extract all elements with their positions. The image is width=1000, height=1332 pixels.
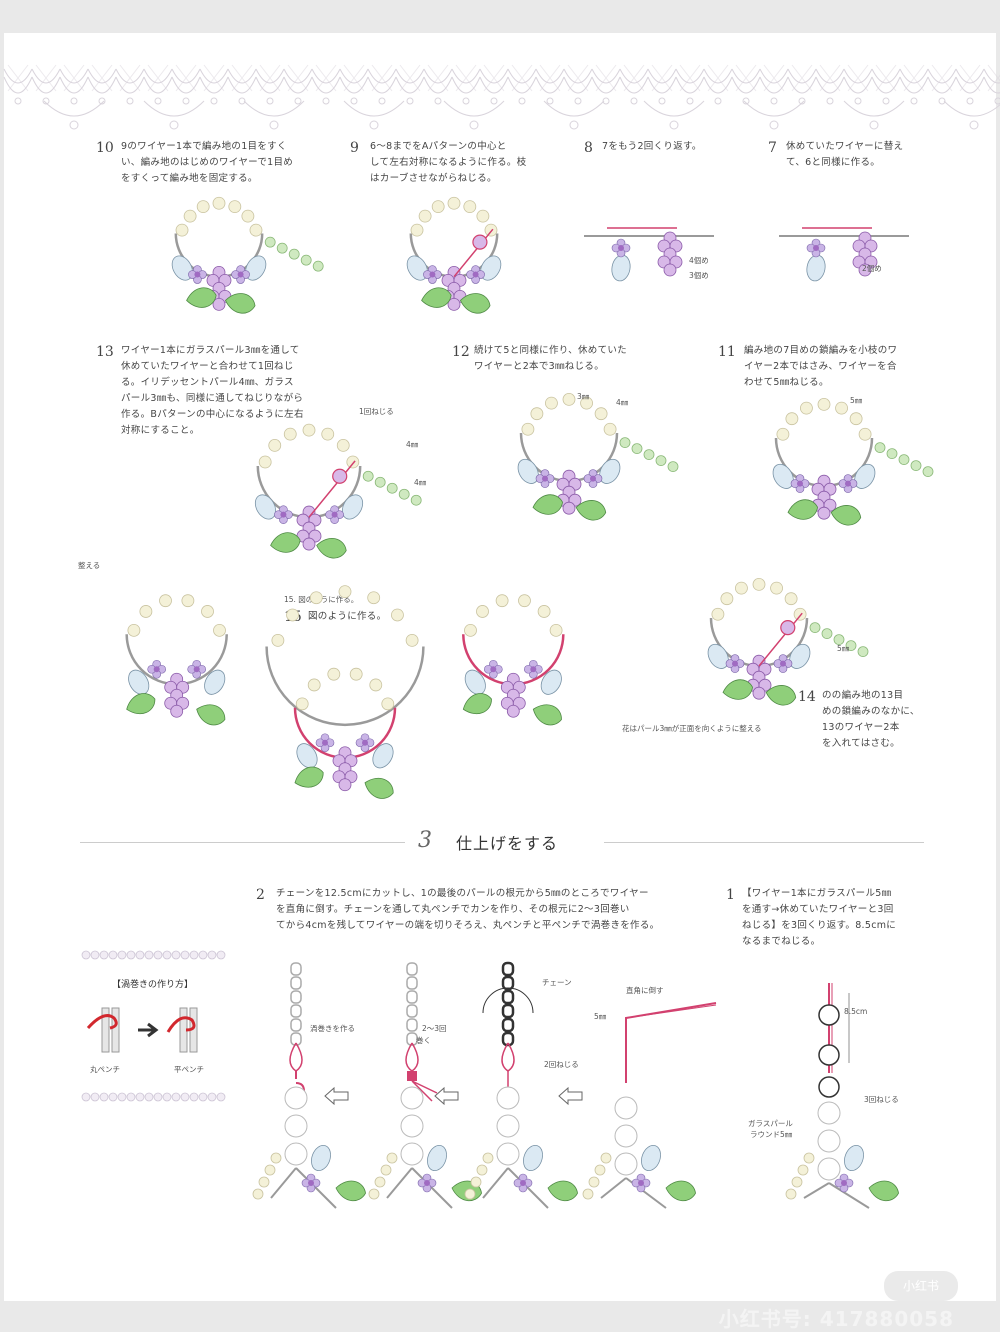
- step-13-text: ワイヤー1本にガラスパール3㎜を通して休めていたワイヤーと合わせて1回ねじる。イ…: [121, 345, 304, 436]
- arrow-left-3: [558, 1086, 583, 1106]
- label-bend-right-angle: 直角に倒す: [626, 986, 664, 995]
- step-11-text: 編み地の7目めの鎖編みを小枝のワイヤー2本ではさみ、ワイヤーを合わせて5㎜ねじる…: [744, 345, 898, 388]
- finish-diagram-chain: [464, 961, 578, 1209]
- inset-border-top: [81, 950, 226, 960]
- label-3rd: 3個め: [689, 271, 709, 280]
- label-twist-once: 1回ねじる: [359, 407, 394, 416]
- arrow-left-1: [324, 1086, 349, 1106]
- label-wrap: 巻く: [416, 1036, 431, 1045]
- step-8-text: 7をもう2回くり返す。: [602, 141, 702, 152]
- inset-border-bottom: [81, 1092, 226, 1102]
- finish-step-1-number: 1: [726, 887, 735, 903]
- diagram-step-8: [584, 227, 714, 282]
- section-number: 3: [418, 828, 432, 853]
- watermark-logo: 小红书: [884, 1271, 958, 1301]
- step-7-text: 休めていたワイヤーに替えて、6と同様に作る。: [786, 141, 904, 168]
- section-rule-right: [604, 842, 924, 843]
- finish-step-2-text: チェーンを12.5cmにカットし、1の最後のパールの根元から5㎜のところでワイヤ…: [276, 888, 660, 931]
- inset-pliers-diagram: [86, 1007, 198, 1053]
- label-4mm-b: 4㎜: [414, 478, 427, 487]
- step-9-text: 6～8までをAパターンの中心として左右対称になるように作る。枝はカーブさせながら…: [370, 141, 527, 184]
- step-14-text: のの編み地の13目めの鎖編みのなかに、13のワイヤー2本を入れてはさむ。: [822, 690, 920, 749]
- finish-diagram-wrap: [368, 962, 482, 1209]
- label-5mm-c: 5㎜: [594, 1012, 607, 1021]
- step-15-text: 図のように作る。: [308, 611, 387, 622]
- pattern-page: 10 9のワイヤー1本で編み地の1目をすくい、編み地のはじめのワイヤーで1目めを…: [3, 33, 1000, 1331]
- step-12-number: 12: [452, 344, 470, 360]
- diagram-step-12: [517, 392, 679, 521]
- step-8-number: 8: [584, 140, 593, 156]
- step-13-number: 13: [96, 344, 114, 360]
- label-85cm: 8.5cm: [844, 1007, 868, 1016]
- label-round-5mm: ラウンド5㎜: [750, 1130, 793, 1139]
- label-twist-twice: 2回ねじる: [544, 1060, 579, 1069]
- diagram-step-7: [779, 227, 909, 282]
- diagram-step-10: [171, 196, 324, 314]
- diagram-step-9: [406, 196, 502, 314]
- label-4mm-a: 4㎜: [406, 440, 419, 449]
- step-10-number: 10: [96, 140, 114, 156]
- finish-diagram-spiral: [252, 962, 366, 1209]
- label-3mm: 3㎜: [577, 392, 590, 401]
- label-2nd: 2個め: [862, 264, 882, 273]
- step-10-text: 9のワイヤー1本で編み地の1目をすくい、編み地のはじめのワイヤーで1目めをすくっ…: [121, 141, 294, 184]
- step-9-number: 9: [350, 140, 359, 156]
- label-chain: チェーン: [542, 978, 572, 987]
- section-rule-left: [80, 842, 405, 843]
- diagram-step-15: [125, 585, 565, 799]
- step-11-number: 11: [718, 344, 736, 360]
- arrow-left-2: [434, 1086, 459, 1106]
- section-title: 仕上げをする: [456, 834, 559, 853]
- diagram-step-14: [707, 577, 869, 706]
- inset-title: 【渦巻きの作り方】: [112, 980, 194, 990]
- label-4mm-c: 4㎜: [616, 398, 629, 407]
- step-7-number: 7: [768, 140, 777, 156]
- label-4th: 4個め: [689, 256, 709, 265]
- diagram-step-13: [254, 423, 422, 559]
- inset-tool-flat: 平ペンチ: [174, 1065, 204, 1074]
- label-wrap-times: 2～3回: [422, 1024, 447, 1033]
- diagram-step-11: [772, 397, 934, 526]
- finish-diagram-twist: [785, 983, 899, 1209]
- inset-tool-round: 丸ペンチ: [90, 1065, 120, 1074]
- label-adjust: 整える: [78, 561, 101, 570]
- finish-diagram-bend: [582, 1002, 717, 1209]
- label-glass-pearl: ガラスパール: [748, 1119, 793, 1128]
- label-5mm-b: 5㎜: [837, 644, 850, 653]
- label-flower-note: 花はパール3㎜が正面を向くように整える: [622, 724, 762, 733]
- label-make-spiral: 渦巻きを作る: [310, 1024, 355, 1033]
- finish-step-2-number: 2: [256, 887, 265, 903]
- step-14-number: 14: [798, 689, 816, 705]
- label-twist-three: 3回ねじる: [864, 1095, 899, 1104]
- label-5mm-a: 5㎜: [850, 396, 863, 405]
- lace-border: [3, 64, 1000, 130]
- watermark-text: 小红书号: 417880058: [718, 1307, 954, 1331]
- step-12-text: 続けて5と同様に作り、休めていたワイヤーと2本で3㎜ねじる。: [474, 345, 627, 372]
